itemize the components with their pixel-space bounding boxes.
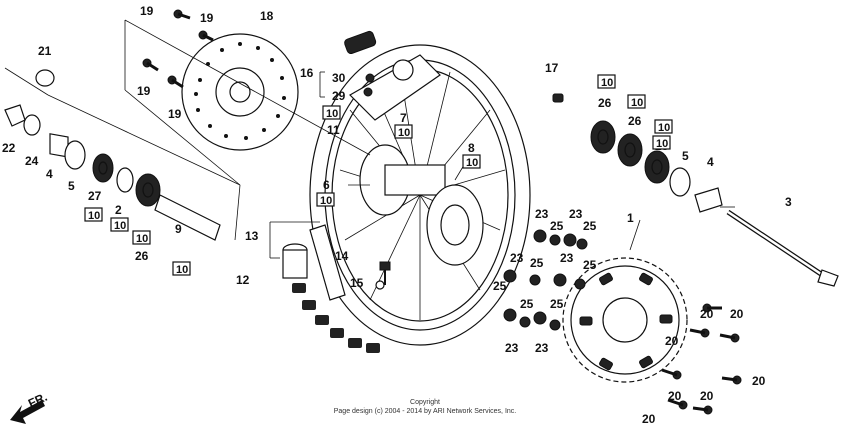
callout-26b: 26 (598, 96, 612, 110)
boxed-10-8: 10 (466, 157, 478, 169)
callout-20a: 20 (700, 307, 714, 321)
callout-26c: 26 (628, 114, 642, 128)
callout-23b: 23 (569, 207, 583, 221)
callout-19b: 19 (200, 11, 214, 25)
copyright-line1: Copyright (410, 399, 440, 406)
boxed-10-r3: 10 (658, 122, 670, 134)
boxed-10-r2: 10 (631, 97, 643, 109)
copyright-line2: Page design (c) 2004 - 2014 by ARI Netwo… (334, 408, 517, 415)
callout-24: 24 (25, 154, 39, 168)
callout-26a: 26 (135, 249, 149, 263)
callout-25f: 25 (520, 297, 534, 311)
boxed-10-2: 10 (114, 220, 126, 232)
boxed-10-9: 10 (176, 264, 188, 276)
boxed-10-26: 10 (136, 233, 148, 245)
rear-hub[interactable] (359, 144, 484, 266)
boxed-10-11: 10 (326, 108, 338, 120)
callout-labels: 21 22 24 4 5 27 2 26 9 19 19 19 19 18 16… (2, 4, 792, 426)
callout-5a: 5 (68, 179, 75, 193)
callout-4a: 4 (46, 167, 53, 181)
callout-25d: 25 (583, 258, 597, 272)
callout-20b: 20 (730, 307, 744, 321)
callout-12: 12 (236, 273, 250, 287)
callout-1: 1 (627, 211, 634, 225)
callout-20c: 20 (665, 334, 679, 348)
callout-19d: 19 (168, 107, 182, 121)
front-arrow: FR. (10, 390, 49, 424)
callout-25g: 25 (550, 297, 564, 311)
callout-18: 18 (260, 9, 274, 23)
callout-11: 11 (327, 123, 340, 137)
sprocket-nuts[interactable] (503, 229, 588, 331)
driven-sprocket[interactable] (562, 257, 688, 383)
boxed-10-27: 10 (88, 210, 100, 222)
callout-22: 22 (2, 141, 16, 155)
callout-8: 8 (468, 141, 475, 155)
callout-2: 2 (115, 203, 122, 217)
rear-axle[interactable] (726, 209, 839, 287)
callout-20f: 20 (642, 412, 656, 426)
callout-25a: 25 (550, 219, 564, 233)
chain-slider[interactable] (282, 224, 346, 301)
callout-25b: 25 (583, 219, 597, 233)
callout-14: 14 (335, 249, 349, 263)
callout-13: 13 (245, 229, 259, 243)
callout-23d: 23 (560, 251, 574, 265)
callout-4b: 4 (707, 155, 714, 169)
callout-16: 16 (300, 66, 314, 80)
callout-25e: 25 (493, 279, 507, 293)
right-side-parts[interactable] (590, 120, 723, 213)
brake-disc[interactable] (181, 33, 299, 151)
callout-23a: 23 (535, 207, 549, 221)
callout-5b: 5 (682, 149, 689, 163)
callout-27: 27 (88, 189, 102, 203)
callout-17: 17 (545, 61, 559, 75)
boxed-10-r1: 10 (601, 77, 613, 89)
left-side-parts[interactable] (4, 69, 221, 241)
boxed-10-r4: 10 (656, 138, 668, 150)
callout-3: 3 (785, 195, 792, 209)
front-arrow-label: FR. (26, 390, 49, 411)
callout-20e: 20 (668, 389, 682, 403)
callout-20d: 20 (752, 374, 766, 388)
callout-30: 30 (332, 71, 346, 85)
callout-9: 9 (175, 222, 182, 236)
callout-21: 21 (38, 44, 52, 58)
callout-23c: 23 (510, 251, 524, 265)
callout-19c: 19 (137, 84, 151, 98)
callout-25c: 25 (530, 256, 544, 270)
disc-bolts[interactable] (142, 9, 214, 89)
callout-29: 29 (332, 89, 346, 103)
boxed-10-7: 10 (398, 127, 410, 139)
boxed-callouts: 10 10 10 10 10 10 10 10 10 10 10 10 (84, 74, 673, 276)
callout-6: 6 (323, 178, 330, 192)
boxed-10-6: 10 (320, 195, 332, 207)
callout-15: 15 (350, 276, 364, 290)
callout-7: 7 (400, 111, 407, 125)
callout-23e: 23 (505, 341, 519, 355)
sprocket-bolts[interactable] (661, 303, 742, 415)
valve-parts[interactable] (375, 93, 564, 290)
callout-23f: 23 (535, 341, 549, 355)
callout-20g: 20 (700, 389, 714, 403)
callout-19a: 19 (140, 4, 154, 18)
bracket-lines (4, 19, 735, 259)
brake-panel[interactable] (344, 30, 441, 121)
